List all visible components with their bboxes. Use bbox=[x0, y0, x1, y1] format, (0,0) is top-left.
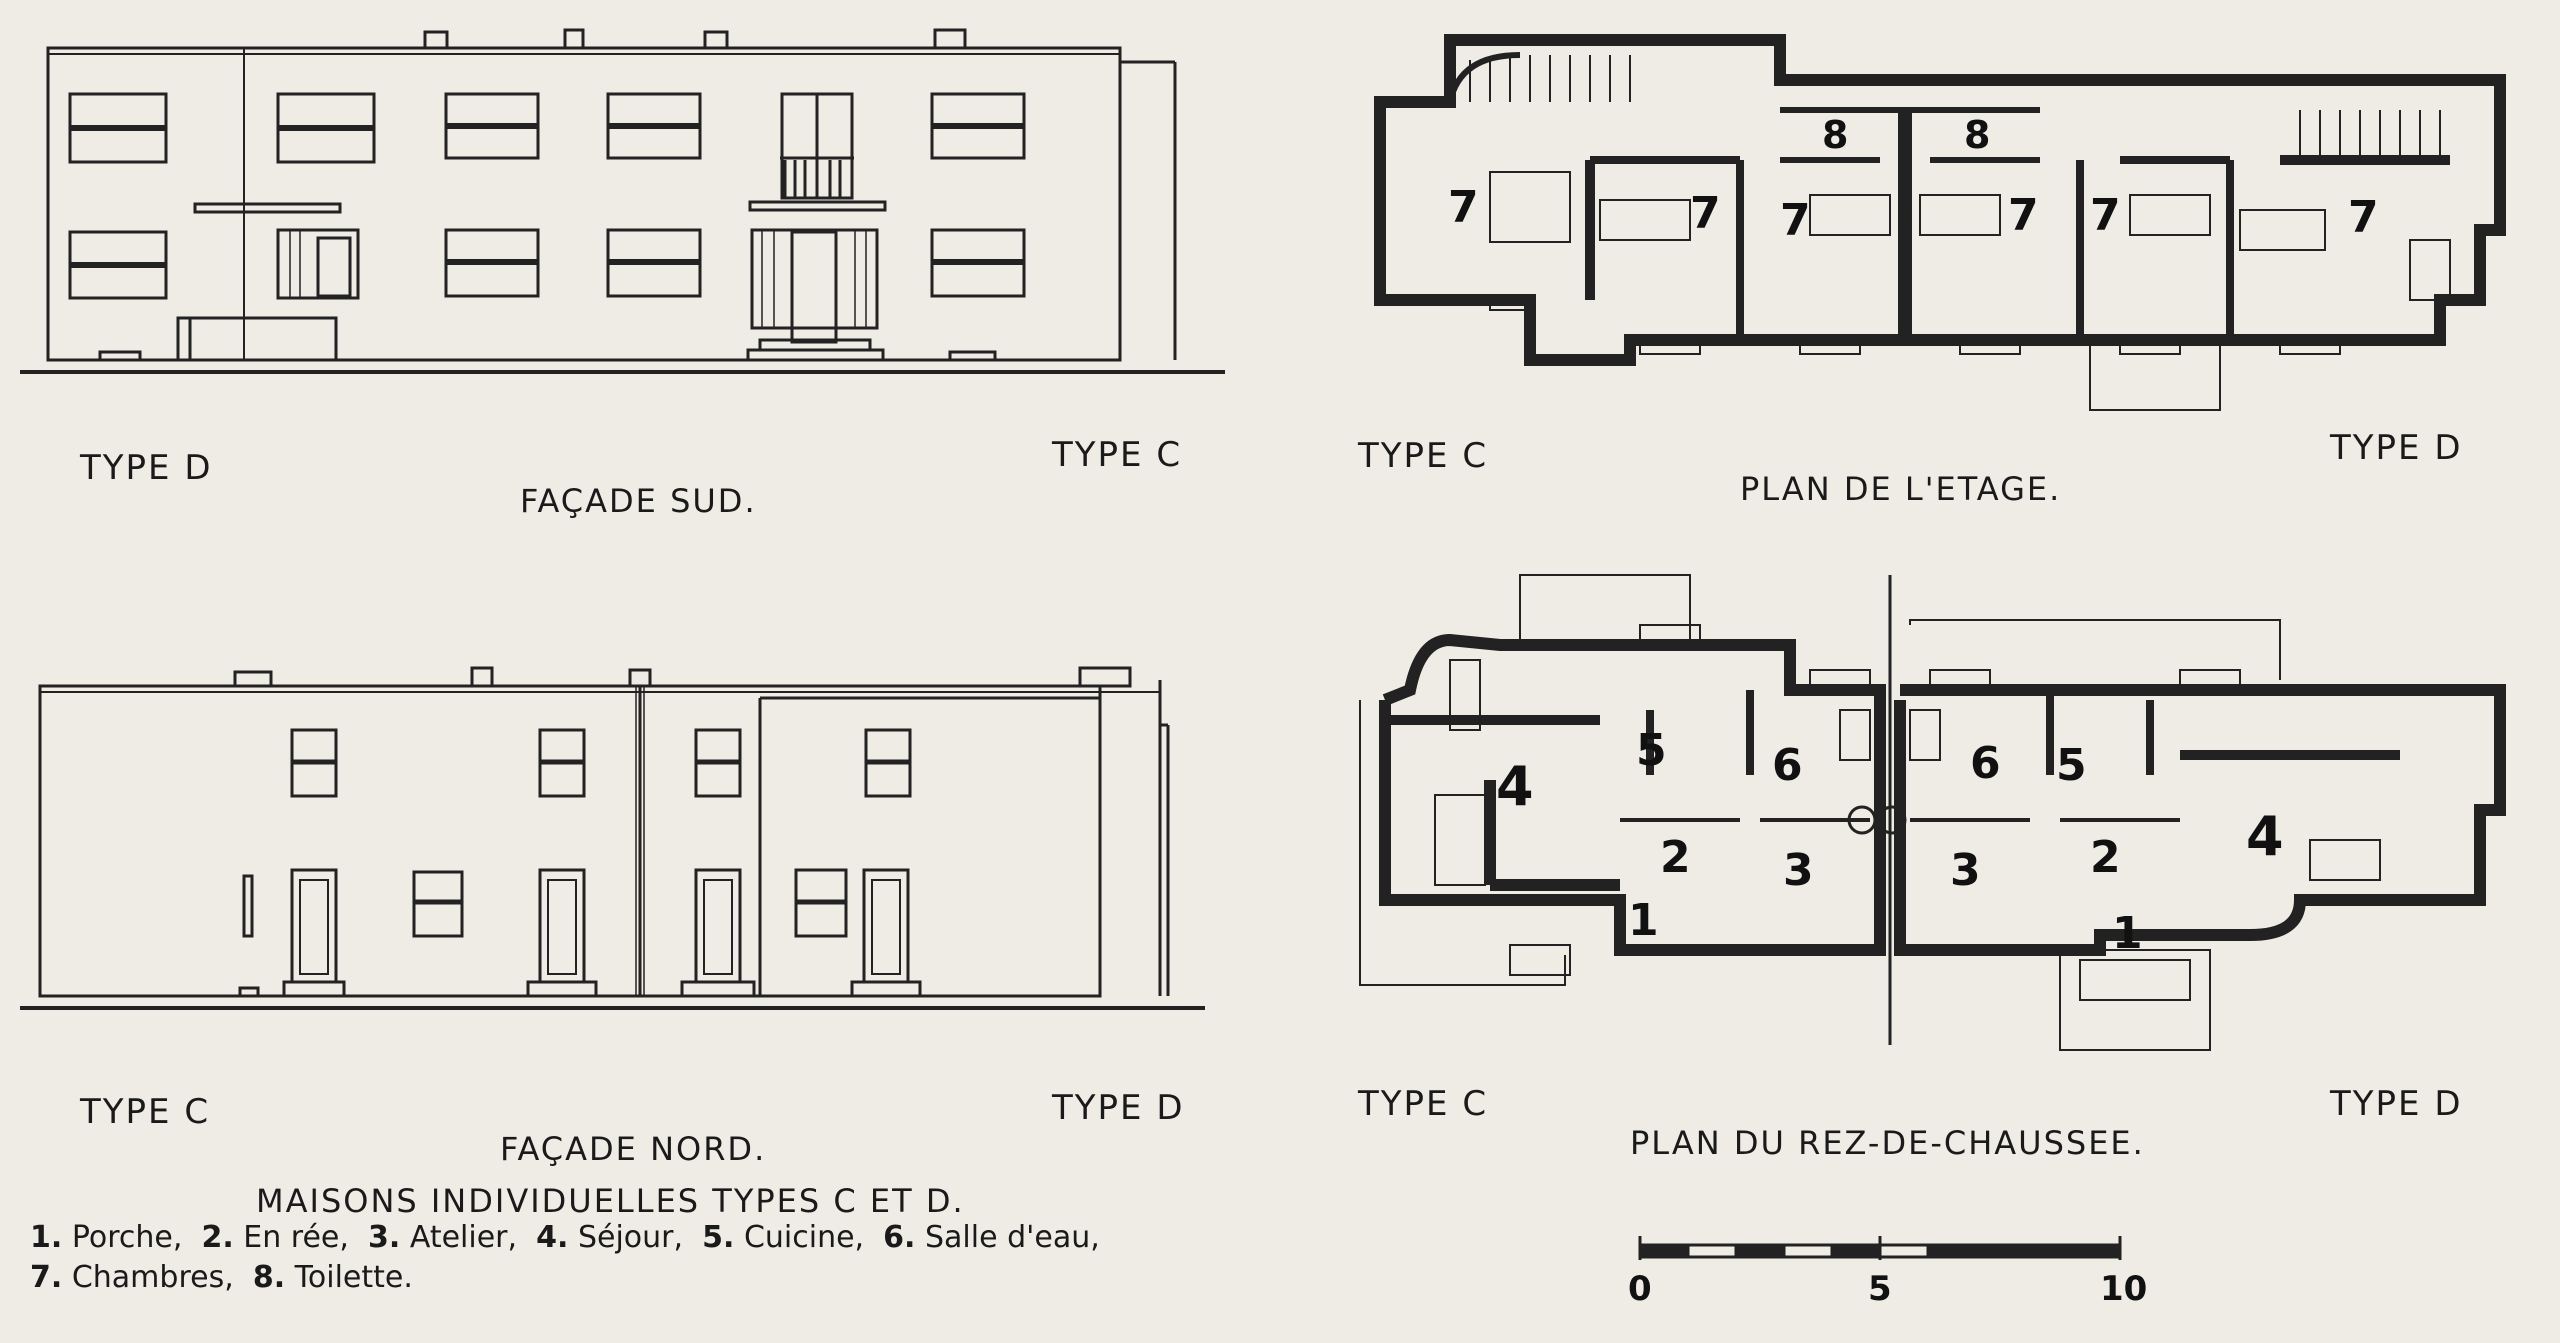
legend-text: Atelier, bbox=[409, 1220, 518, 1255]
legend-number: 2. bbox=[201, 1220, 234, 1255]
room-number: 8 bbox=[1822, 113, 1848, 157]
room-number: 7 bbox=[1690, 188, 1721, 239]
plan-etage-drawing bbox=[1374, 34, 2506, 411]
room-number: 7 bbox=[2090, 190, 2121, 241]
facade-nord-right-type: TYPE D bbox=[1052, 1088, 1185, 1128]
room-number: 7 bbox=[1780, 195, 1811, 246]
legend-text: En rée, bbox=[243, 1220, 349, 1255]
scale-tick: 10 bbox=[2100, 1269, 2147, 1309]
room-number: 2 bbox=[1660, 832, 1691, 883]
room-number: 7 bbox=[2008, 190, 2039, 241]
room-number: 1 bbox=[2112, 908, 2143, 959]
plan-etage-right-type: TYPE D bbox=[2330, 428, 2463, 468]
room-number: 2 bbox=[2090, 832, 2121, 883]
legend-number: 7. bbox=[30, 1260, 63, 1295]
plan-etage-left-type: TYPE C bbox=[1358, 436, 1489, 476]
room-number: 3 bbox=[1783, 845, 1814, 896]
plan-rdc-right-type: TYPE D bbox=[2330, 1084, 2463, 1124]
facade-sud-left-type: TYPE D bbox=[80, 448, 213, 488]
scale-bar bbox=[1638, 1236, 2122, 1260]
legend-number: 6. bbox=[883, 1220, 916, 1255]
room-number: 6 bbox=[1772, 740, 1803, 791]
legend-text: Séjour, bbox=[577, 1220, 684, 1255]
facade-sud-right-type: TYPE C bbox=[1052, 435, 1183, 475]
scale-tick: 0 bbox=[1628, 1269, 1652, 1309]
legend-number: 3. bbox=[368, 1220, 401, 1255]
facade-sud-drawing bbox=[20, 28, 1225, 374]
legend-text: Porche, bbox=[71, 1220, 183, 1255]
plan-rdc-caption: PLAN DU REZ-DE-CHAUSSEE. bbox=[1630, 1124, 2145, 1162]
legend-line-2: 7. Chambres, 8. Toilette. bbox=[30, 1258, 413, 1298]
legend-text: Toilette. bbox=[294, 1260, 413, 1295]
legend-number: 5. bbox=[702, 1220, 735, 1255]
legend-number: 1. bbox=[30, 1220, 63, 1255]
facade-nord-drawing bbox=[20, 666, 1205, 1010]
legend-text: Chambres, bbox=[71, 1260, 234, 1295]
room-number: 4 bbox=[1496, 755, 1534, 818]
legend-number: 4. bbox=[536, 1220, 569, 1255]
room-number: 7 bbox=[1448, 182, 1479, 233]
room-number: 3 bbox=[1950, 845, 1981, 896]
legend-text: Salle d'eau, bbox=[925, 1220, 1100, 1255]
plan-rdc-left-type: TYPE C bbox=[1358, 1084, 1489, 1124]
room-number: 5 bbox=[2056, 740, 2087, 791]
facade-nord-caption: FAÇADE NORD. bbox=[500, 1130, 767, 1168]
legend-line-1: 1. Porche, 2. En rée, 3. Atelier, 4. Séj… bbox=[30, 1218, 1100, 1258]
room-number: 5 bbox=[1636, 725, 1667, 776]
room-number: 8 bbox=[1964, 113, 1990, 157]
facade-sud-caption: FAÇADE SUD. bbox=[520, 482, 757, 520]
plan-rdc-drawing bbox=[1359, 574, 2506, 1051]
sheet-title: MAISONS INDIVIDUELLES TYPES C ET D. bbox=[256, 1182, 965, 1220]
plan-etage-caption: PLAN DE L'ETAGE. bbox=[1740, 470, 2062, 508]
legend-text: Cuicine, bbox=[743, 1220, 865, 1255]
room-number: 6 bbox=[1970, 738, 2001, 789]
room-number: 4 bbox=[2246, 805, 2284, 868]
legend-number: 8. bbox=[252, 1260, 286, 1295]
facade-nord-left-type: TYPE C bbox=[80, 1092, 211, 1132]
room-number: 1 bbox=[1628, 895, 1659, 946]
scale-tick: 5 bbox=[1868, 1269, 1892, 1309]
room-number: 7 bbox=[2348, 192, 2379, 243]
